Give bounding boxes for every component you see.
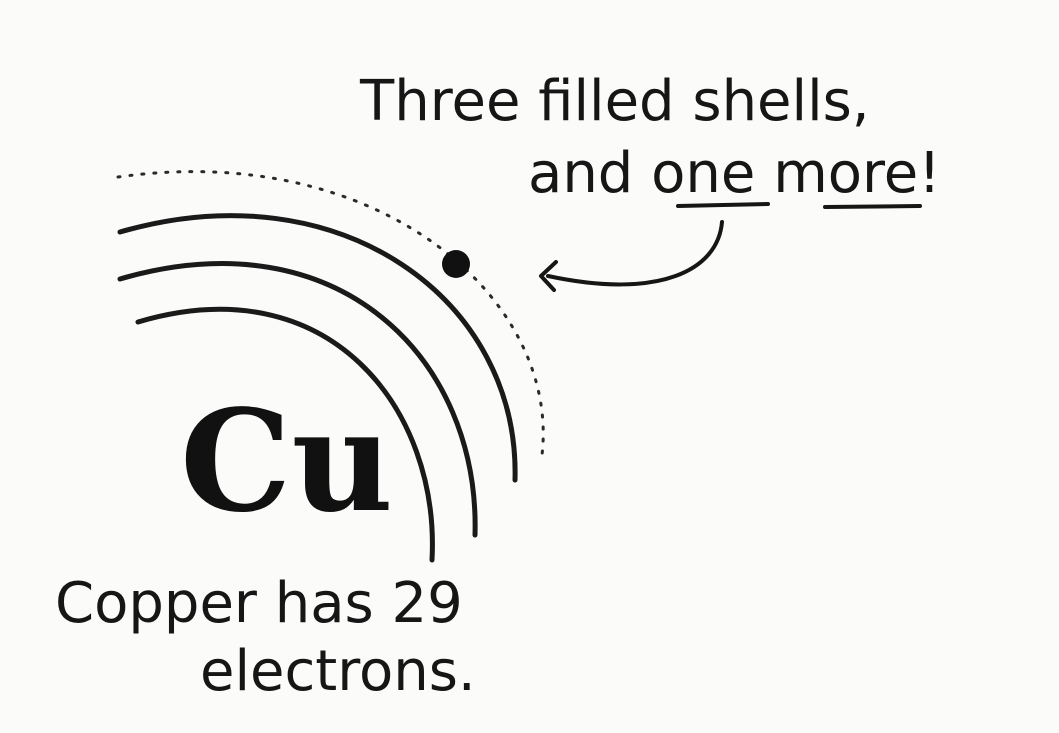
caption-line-1: Copper has 29 xyxy=(55,571,463,636)
annotation-and: and xyxy=(528,141,651,206)
annotation-line-2: and one more! xyxy=(528,141,941,206)
electron-shell-2 xyxy=(117,261,478,538)
electron-shell-1 xyxy=(135,306,435,563)
annotation-more: more xyxy=(773,141,918,206)
annotation-arrow xyxy=(546,220,724,287)
annotation-one: one xyxy=(651,141,755,206)
annotation-exclaim: ! xyxy=(918,141,940,206)
underline-more xyxy=(823,204,922,209)
annotation-space xyxy=(755,141,773,206)
electron-shell-3 xyxy=(117,213,518,483)
element-symbol: Cu xyxy=(180,380,393,544)
arrowhead xyxy=(539,260,558,292)
caption-line-2: electrons. xyxy=(200,639,476,704)
outer-electron xyxy=(442,250,470,278)
underline-one xyxy=(676,202,770,208)
annotation-line-1: Three filled shells, xyxy=(359,69,870,134)
